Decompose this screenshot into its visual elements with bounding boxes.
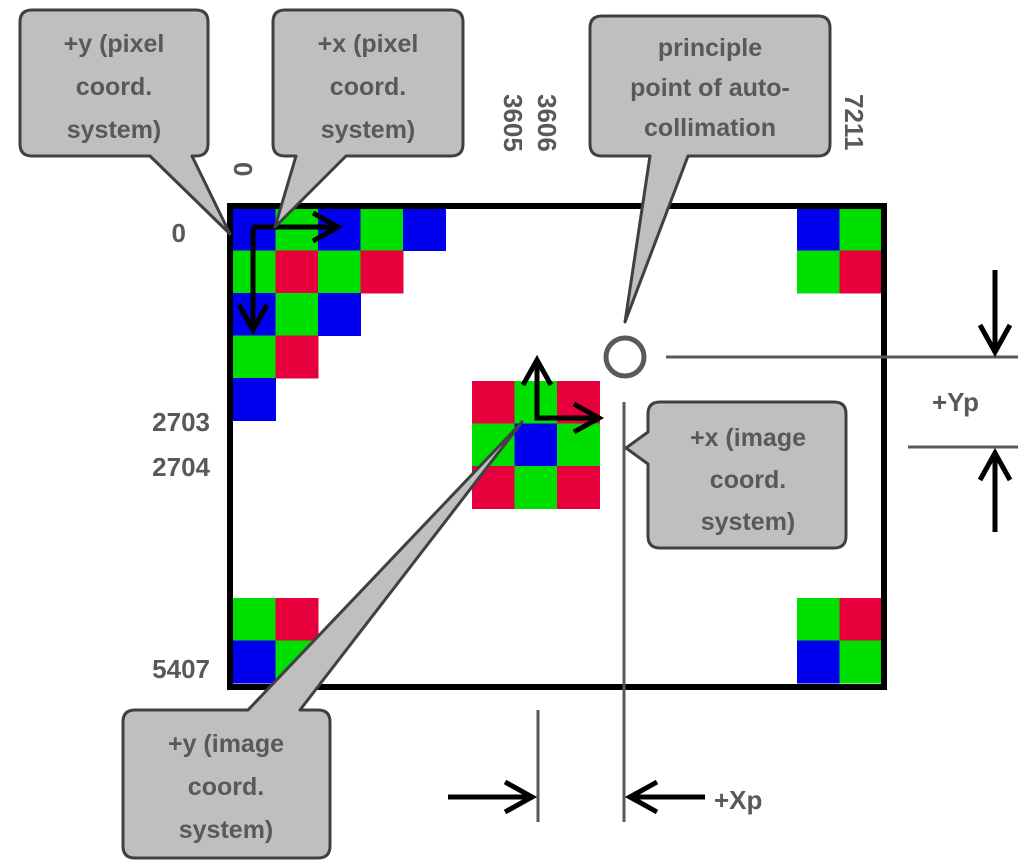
pixel-red: [275, 598, 319, 641]
xp-label: +Xp: [714, 785, 762, 815]
row-label-2703: 2703: [152, 407, 210, 437]
pixel-green: [233, 335, 276, 379]
yp-arrow-down: [977, 270, 1013, 358]
xp-arrow-left: [624, 779, 705, 815]
yp-arrow-up: [977, 447, 1013, 532]
yp-label: +Yp: [932, 387, 979, 417]
callout-pixel-y: +y (pixel coord. system): [18, 8, 232, 236]
pixel-red: [275, 335, 319, 379]
col-label-3606: 3606: [532, 94, 562, 152]
xp-arrow-right: [448, 779, 538, 815]
pixel-green: [839, 208, 883, 251]
callout-pixel-y-line1: +y (pixel: [64, 30, 165, 58]
row-label-2704: 2704: [152, 452, 210, 482]
callout-pixel-y-line2: coord.: [76, 73, 152, 101]
pixel-blue: [403, 208, 446, 251]
pixel-red: [557, 466, 600, 509]
pixel-blue: [514, 423, 558, 467]
pixel-grid-bottom-right: [797, 598, 883, 684]
pixel-x-axis-arrow: [253, 210, 344, 244]
callout-principle-point-line1: principle: [658, 34, 762, 62]
pixel-grid-top-left: [233, 208, 446, 421]
callout-pixel-y-line3: system): [67, 116, 162, 144]
callout-image-y-line2: coord.: [188, 773, 264, 801]
callout-principle-point: principle point of auto- collimation: [588, 14, 832, 324]
callout-principle-point-line3: collimation: [644, 114, 776, 142]
callout-image-x-line3: system): [701, 508, 796, 536]
pixel-red: [472, 381, 515, 424]
pixel-green: [797, 598, 840, 641]
pixel-blue: [233, 640, 276, 684]
pixel-red: [839, 250, 883, 294]
pixel-green: [797, 250, 840, 294]
pixel-red: [839, 598, 883, 641]
callout-pixel-x-line1: +x (pixel: [318, 30, 419, 58]
col-label-0: 0: [228, 162, 258, 176]
pixel-y-axis-arrow: [236, 227, 270, 336]
row-label-5407: 5407: [152, 654, 210, 684]
callout-pixel-x: +x (pixel coord. system): [271, 8, 465, 229]
callout-pixel-x-line2: coord.: [330, 73, 406, 101]
pixel-green: [360, 208, 404, 251]
pixel-red: [360, 250, 404, 294]
row-label-0: 0: [172, 218, 186, 248]
col-label-3605: 3605: [498, 94, 528, 152]
pixel-blue: [797, 640, 840, 684]
callout-image-x-line2: coord.: [710, 466, 786, 494]
callout-pixel-x-line3: system): [321, 116, 416, 144]
callout-image-y-line1: +y (image: [168, 730, 284, 758]
pixel-green: [275, 293, 319, 336]
pixel-green: [839, 640, 883, 684]
callout-image-y-line3: system): [179, 816, 274, 844]
callout-image-x: +x (image coord. system): [624, 400, 848, 550]
pixel-blue: [233, 378, 276, 421]
pixel-green: [233, 598, 276, 641]
pixel-green: [514, 466, 558, 509]
callout-image-y: +y (image coord. system): [121, 420, 524, 860]
col-label-7211: 7211: [839, 94, 869, 150]
pixel-blue: [318, 293, 361, 336]
principle-point-marker: [603, 335, 647, 379]
image-x-axis-arrow: [534, 390, 605, 435]
pixel-grid-top-right: [797, 208, 883, 294]
callout-image-x-line1: +x (image: [690, 424, 806, 452]
pixel-blue: [797, 208, 840, 251]
pixel-green: [318, 250, 361, 294]
sensor-frame: [227, 203, 887, 690]
pixel-red: [275, 250, 319, 294]
callout-principle-point-line2: point of auto-: [630, 74, 790, 102]
